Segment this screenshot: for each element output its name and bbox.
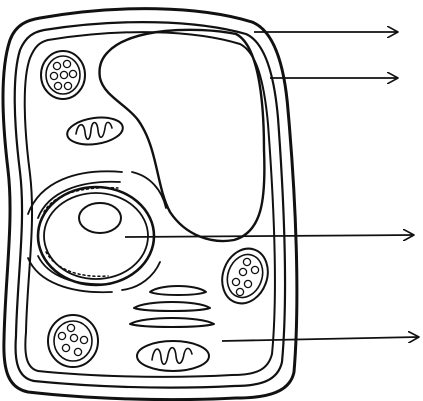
mitochondrion-top: [65, 114, 124, 148]
mitochondrion-bottom: [137, 341, 209, 371]
golgi-apparatus: [130, 286, 214, 327]
chloroplast-top-left: [41, 51, 85, 99]
endoplasmic-reticulum: [28, 171, 166, 292]
nucleus-arrow: [125, 235, 414, 237]
cytoplasm-arrow: [222, 337, 419, 341]
nucleus: [38, 187, 154, 285]
chloroplast-right: [215, 242, 275, 310]
vacuole: [99, 30, 264, 241]
chloroplast-bottom-left: [48, 315, 98, 367]
